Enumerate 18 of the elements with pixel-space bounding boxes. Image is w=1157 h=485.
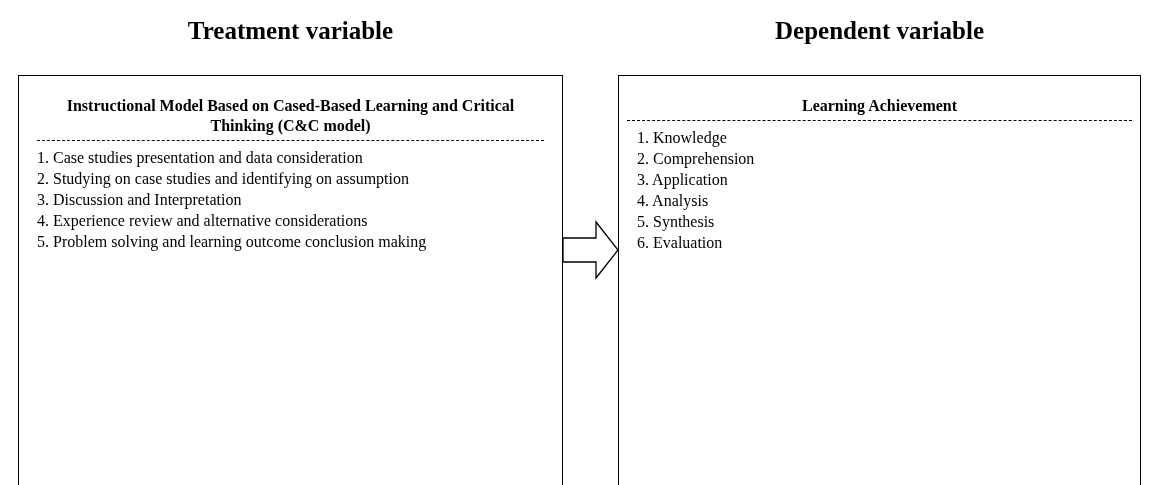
- box-title: Instructional Model Based on Cased-Based Learning and Critical Thinking (C&C model): [37, 96, 544, 141]
- block-arrow: [562, 220, 619, 280]
- box-title: Learning Achievement: [627, 96, 1132, 121]
- list-item: 1. Case studies presentation and data consideration: [37, 148, 364, 168]
- column-heading: Treatment variable: [186, 17, 395, 45]
- list-item: 5. Synthesis: [637, 212, 716, 232]
- list-item: 1. Knowledge: [637, 128, 728, 148]
- list-item: 5. Problem solving and learning outcome conclusion making: [37, 232, 428, 252]
- list-item: 2. Comprehension: [637, 149, 756, 169]
- variable-box: [618, 75, 1141, 485]
- column-heading: Dependent variable: [774, 17, 985, 45]
- list-item: 4. Experience review and alternative considerations: [37, 211, 369, 231]
- list-item: 6. Evaluation: [637, 233, 724, 253]
- variable-box: [18, 75, 563, 485]
- list-item: 3. Application: [637, 170, 729, 190]
- list-item: 4. Analysis: [637, 191, 710, 211]
- list-item: 2. Studying on case studies and identifying on assumption: [37, 169, 410, 189]
- list-item: 3. Discussion and Interpretation: [37, 190, 243, 210]
